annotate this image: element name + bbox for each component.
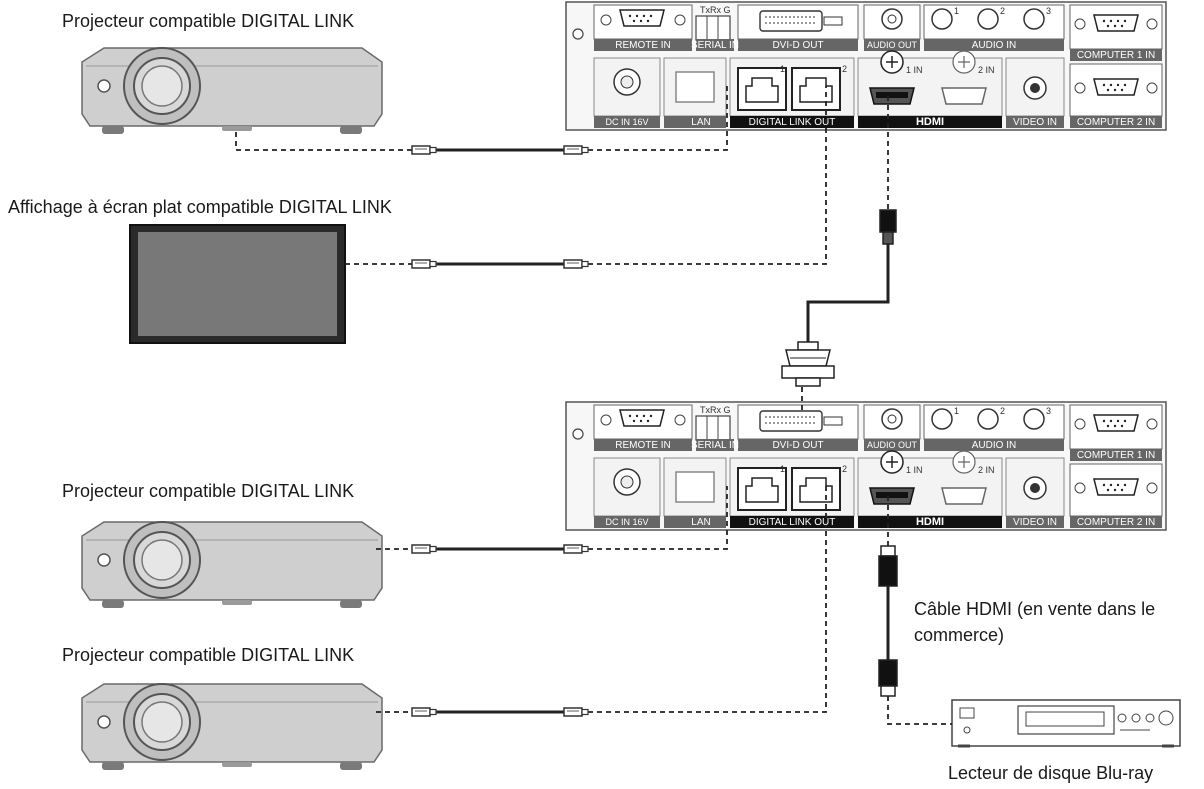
hdmi-logo: HDMI xyxy=(916,516,944,528)
video-in-label: VIDEO IN xyxy=(1013,117,1057,128)
audio-in-2-label: 2 xyxy=(1000,406,1005,416)
label-flat-display: Affichage à écran plat compatible DIGITA… xyxy=(8,197,392,217)
video-in-label: VIDEO IN xyxy=(1013,517,1057,528)
hdmi-2-in-label: 2 IN xyxy=(978,465,995,475)
audio-in-1-label: 1 xyxy=(954,406,959,416)
audio-in-3-label: 3 xyxy=(1046,6,1051,16)
cables xyxy=(235,86,952,725)
dl-port-1-label: 1 xyxy=(780,464,785,474)
flat-panel-display xyxy=(129,224,346,344)
panel-small-text-top: TxRx G 1 2 3 1 2 1 IN 2 IN xyxy=(700,5,1051,75)
audio-in-label: AUDIO IN xyxy=(972,440,1016,451)
label-hdmi-cable-line2: commerce) xyxy=(914,625,1005,645)
audio-in-1-label: 1 xyxy=(954,6,959,16)
digital-link-out-label: DIGITAL LINK OUT xyxy=(749,517,836,528)
audio-in-label: AUDIO IN xyxy=(972,40,1016,51)
projector-top xyxy=(81,47,383,135)
label-bluray: Lecteur de disque Blu-ray xyxy=(948,763,1154,783)
computer-1-in-label: COMPUTER 1 IN xyxy=(1077,450,1155,461)
dc-in-label: DC IN 16V xyxy=(605,517,648,527)
audio-out-label: AUDIO OUT xyxy=(867,440,918,450)
serial-in-label: SERIAL IN xyxy=(691,40,739,51)
panel-text-bottom: REMOTE IN SERIAL IN DVI-D OUT AUDIO OUT … xyxy=(605,440,1155,528)
audio-in-2-label: 2 xyxy=(1000,6,1005,16)
audio-in-3-label: 3 xyxy=(1046,406,1051,416)
label-projector-top: Projecteur compatible DIGITAL LINK xyxy=(62,11,355,31)
dvi-plug xyxy=(781,341,835,387)
switcher-panel-bottom xyxy=(566,402,1166,530)
serial-pins-label: TxRx G xyxy=(700,405,731,415)
remote-in-label: REMOTE IN xyxy=(615,440,671,451)
label-hdmi-cable-line1: Câble HDMI (en vente dans le xyxy=(914,599,1156,619)
hdmi-1-in-label: 1 IN xyxy=(906,65,923,75)
dl-port-2-label: 2 xyxy=(842,64,847,74)
computer-2-in-label: COMPUTER 2 IN xyxy=(1077,517,1155,528)
dvi-out-label: DVI-D OUT xyxy=(772,440,823,451)
switcher-panel-top xyxy=(566,2,1166,130)
dvi-out-label: DVI-D OUT xyxy=(772,40,823,51)
dl-port-1-label: 1 xyxy=(780,64,785,74)
hdmi-plugs xyxy=(878,209,898,697)
hdmi-logo: HDMI xyxy=(916,116,944,128)
dc-in-label: DC IN 16V xyxy=(605,117,648,127)
hdmi-1-in-label: 1 IN xyxy=(906,465,923,475)
remote-in-label: REMOTE IN xyxy=(615,40,671,51)
label-projector-middle: Projecteur compatible DIGITAL LINK xyxy=(62,481,355,501)
cable-plugs xyxy=(411,145,589,717)
projector-bottom xyxy=(81,683,383,771)
bluray-player xyxy=(951,699,1181,748)
computer-2-in-label: COMPUTER 2 IN xyxy=(1077,117,1155,128)
audio-out-label: AUDIO OUT xyxy=(867,40,918,50)
lan-label: LAN xyxy=(691,517,710,528)
hdmi-2-in-label: 2 IN xyxy=(978,65,995,75)
serial-pins-label: TxRx G xyxy=(700,5,731,15)
digital-link-out-label: DIGITAL LINK OUT xyxy=(749,117,836,128)
dl-port-2-label: 2 xyxy=(842,464,847,474)
serial-in-label: SERIAL IN xyxy=(691,440,739,451)
panel-text-top: REMOTE IN SERIAL IN DVI-D OUT AUDIO OUT … xyxy=(605,40,1155,128)
projector-middle xyxy=(81,521,383,609)
lan-label: LAN xyxy=(691,117,710,128)
computer-1-in-label: COMPUTER 1 IN xyxy=(1077,50,1155,61)
panel-small-text-bottom: TxRx G 1 2 3 1 2 1 IN 2 IN xyxy=(700,405,1051,475)
label-projector-bottom: Projecteur compatible DIGITAL LINK xyxy=(62,645,355,665)
